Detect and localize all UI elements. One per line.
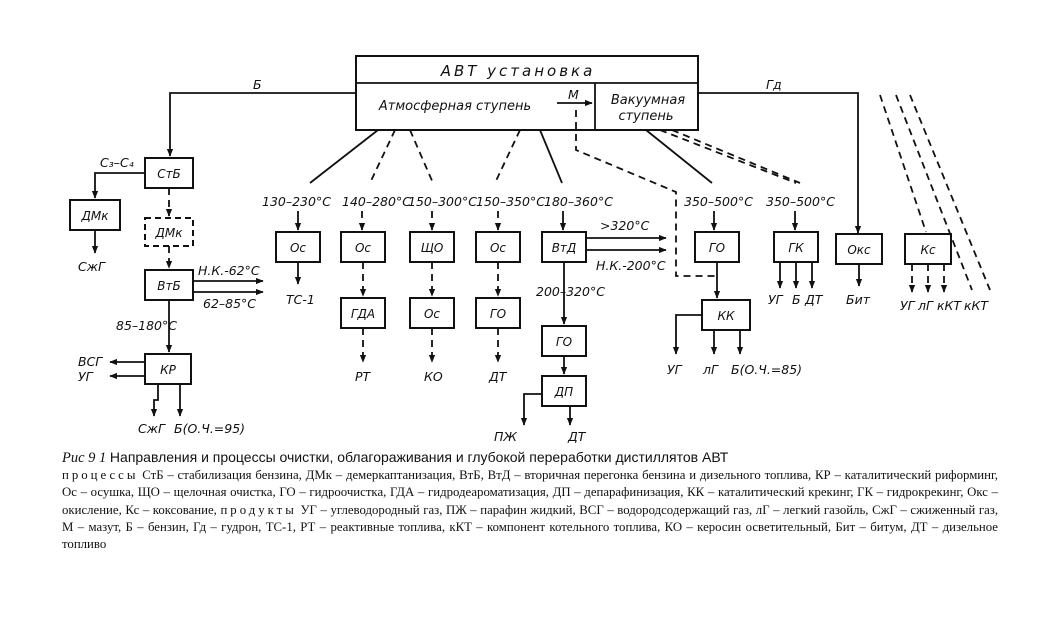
label-kkt-2: кКТ: [964, 298, 989, 313]
svg-text:ГО: ГО: [709, 241, 725, 255]
svg-text:ГДА: ГДА: [351, 307, 375, 321]
label-dt-gk: ДТ: [804, 292, 824, 307]
label-ug-2: УГ: [900, 298, 916, 313]
label-dt-1: ДТ: [488, 369, 508, 384]
svg-text:СтБ: СтБ: [157, 167, 181, 181]
vacuum-stage-label-line2: ступень: [618, 109, 673, 124]
label-nk200: Н.К.-200°С: [596, 258, 666, 273]
svg-text:ДМк: ДМк: [81, 209, 110, 223]
box-vtd: [541, 231, 587, 263]
label-lg-4: лГ: [702, 362, 719, 377]
label-ko: КО: [424, 369, 443, 384]
avt-unit-box: [355, 55, 699, 131]
svg-text:ДМк: ДМк: [155, 226, 184, 240]
label-ug-1: УГ: [768, 292, 784, 307]
box-ks: [904, 233, 952, 265]
caption-products-text: УГ – углеводородный газ, ПЖ – парафин жи…: [62, 502, 999, 552]
label-b95: Б(О.Ч.=95): [174, 421, 245, 436]
svg-text:ГК: ГК: [788, 241, 804, 255]
box-os-4: [409, 297, 455, 329]
label-kkt-1: кКТ: [937, 298, 962, 313]
label-c3c4: С₃–С₄: [100, 155, 134, 170]
process-flow-diagram: АВТ установка Атмосферная ступень Вакуум…: [69, 55, 991, 444]
label-dt-2: ДТ: [567, 429, 587, 444]
caption-heading: Рис 9 1 Направления и процессы очистки, …: [62, 449, 998, 467]
label-b85: Б(О.Ч.=85): [731, 362, 802, 377]
svg-text:ВтД: ВтД: [552, 241, 577, 255]
label-b-gk: Б: [792, 292, 801, 307]
box-dmk-1: [69, 199, 121, 231]
avt-unit-title: АВТ установка: [440, 62, 596, 80]
svg-text:ГО: ГО: [490, 307, 506, 321]
atmospheric-stage-label: Атмосферная ступень: [378, 99, 531, 114]
figure-caption: Рис 9 1 Направления и процессы очистки, …: [62, 449, 998, 553]
label-140-280: 140–280°С: [342, 194, 411, 209]
caption-legend: процессы СтБ – стабилизация бензина, ДМк…: [62, 467, 998, 553]
caption-processes-text: СтБ – стабилизация бензина, ДМк – демерк…: [62, 468, 998, 517]
label-350-500-1: 350–500°С: [684, 194, 753, 209]
svg-text:Окс: Окс: [847, 243, 871, 257]
svg-text:Ос: Ос: [490, 241, 506, 255]
box-gk: [773, 231, 819, 263]
box-stb: [144, 157, 194, 189]
label-rt: РТ: [355, 369, 372, 384]
label-ug-4: УГ: [667, 362, 683, 377]
box-kk: [701, 299, 751, 331]
caption-title: Направления и процессы очистки, облагора…: [109, 449, 729, 465]
label-b: Б: [253, 77, 262, 92]
label-bit: Бит: [846, 292, 871, 307]
box-vtb: [144, 269, 194, 301]
caption-processes-word: процессы: [62, 468, 139, 483]
label-ug-3: УГ: [78, 369, 94, 384]
label-pzh: ПЖ: [494, 429, 517, 444]
svg-text:Кс: Кс: [920, 243, 936, 257]
svg-text:Ос: Ос: [290, 241, 306, 255]
box-dp: [541, 375, 587, 407]
label-ts1: ТС-1: [286, 292, 315, 307]
caption-products-word: продукты: [220, 502, 297, 517]
label-m: М: [568, 87, 579, 102]
label-150-300: 150–300°С: [408, 194, 477, 209]
vacuum-stage-label-line1: Вакуумная: [611, 93, 685, 108]
label-gd: Гд: [766, 77, 782, 92]
label-gt320: >320°С: [600, 218, 650, 233]
label-lg-2: лГ: [917, 298, 934, 313]
svg-text:Ос: Ос: [424, 307, 440, 321]
svg-text:КР: КР: [160, 363, 177, 377]
box-kr: [144, 353, 192, 385]
caption-fig-label: Рис 9 1: [62, 450, 107, 466]
svg-text:ГО: ГО: [556, 335, 572, 349]
label-nk62: Н.К.-62°С: [198, 263, 260, 278]
label-130-230: 130–230°С: [262, 194, 331, 209]
label-szhg-1: СжГ: [78, 259, 106, 274]
label-200-320: 200–320°С: [536, 284, 605, 299]
svg-text:КК: КК: [717, 309, 735, 323]
svg-text:ЩО: ЩО: [421, 241, 444, 255]
label-180-360: 180–360°С: [544, 194, 613, 209]
label-85-180: 85–180°С: [116, 318, 177, 333]
label-150-350: 150–350°С: [476, 194, 545, 209]
label-350-500-2: 350–500°С: [766, 194, 835, 209]
label-62-85: 62–85°С: [203, 296, 256, 311]
svg-text:ДП: ДП: [554, 385, 573, 399]
label-vsg: ВСГ: [78, 354, 103, 369]
svg-text:ВтБ: ВтБ: [157, 279, 180, 293]
svg-text:Ос: Ос: [355, 241, 371, 255]
label-szhg-2: СжГ: [138, 421, 166, 436]
box-go-2: [475, 297, 521, 329]
